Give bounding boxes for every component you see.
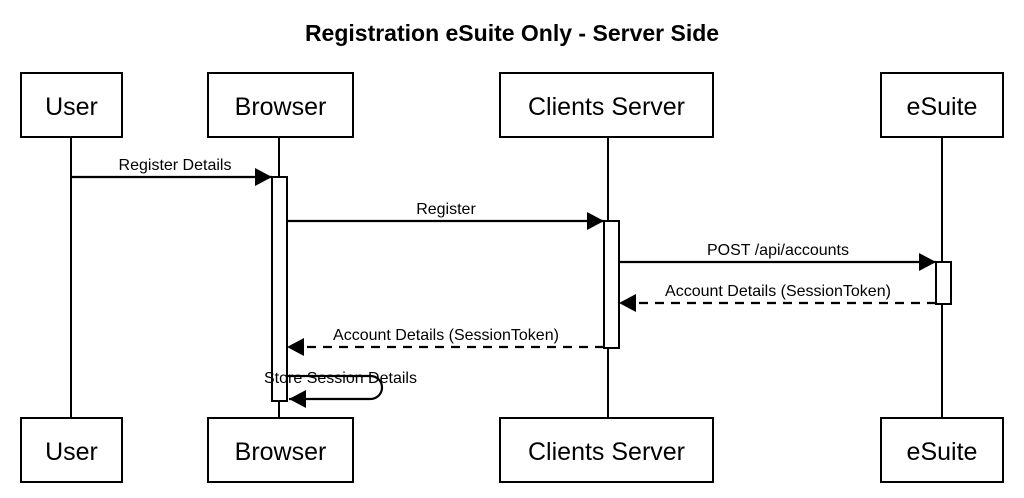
- actor-label-user: User: [45, 438, 98, 466]
- actor-label-esuite: eSuite: [907, 93, 978, 121]
- footer-actor-boxes: User Browser Clients Server eSuite: [20, 417, 1004, 483]
- actor-box-rect: [499, 72, 714, 138]
- actor-label-clients_server: Clients Server: [528, 93, 685, 121]
- actor-label-esuite: eSuite: [907, 438, 978, 466]
- actor-box-browser-top[interactable]: Browser: [207, 72, 354, 138]
- message-label-m2: Register: [416, 201, 476, 218]
- message-m3[interactable]: POST /api/accounts: [619, 242, 936, 271]
- arrow-head-icon: [587, 212, 604, 230]
- message-m1[interactable]: Register Details: [71, 157, 272, 186]
- message-m2[interactable]: Register: [287, 201, 604, 230]
- actor-label-user: User: [45, 93, 98, 121]
- arrow-head-icon: [289, 390, 306, 408]
- activation-bar-clients_server: [603, 220, 620, 349]
- activation-bar-browser: [271, 176, 288, 402]
- actor-box-rect: [499, 417, 714, 483]
- message-label-m1: Register Details: [119, 157, 232, 174]
- arrow-head-icon: [919, 253, 936, 271]
- arrow-head-icon: [255, 168, 272, 186]
- header-actor-boxes: User Browser Clients Server eSuite: [20, 72, 1004, 138]
- activation-bar-esuite: [935, 261, 952, 305]
- actor-label-browser: Browser: [235, 93, 327, 121]
- lifelines-layer: [70, 137, 943, 418]
- actor-box-clients_server-bottom[interactable]: Clients Server: [499, 417, 714, 483]
- actor-box-rect: [880, 417, 1004, 483]
- page-title: Registration eSuite Only - Server Side: [305, 20, 719, 46]
- actor-box-browser-bottom[interactable]: Browser: [207, 417, 354, 483]
- actor-box-user-bottom[interactable]: User: [20, 417, 123, 483]
- actor-box-user-top[interactable]: User: [20, 72, 123, 138]
- actor-box-esuite-bottom[interactable]: eSuite: [880, 417, 1004, 483]
- arrow-head-icon: [287, 338, 304, 356]
- activations-layer: [271, 176, 952, 402]
- message-m5[interactable]: Account Details (SessionToken): [287, 327, 604, 356]
- actor-box-esuite-top[interactable]: eSuite: [880, 72, 1004, 138]
- actor-box-rect: [20, 72, 123, 138]
- message-label-m3: POST /api/accounts: [707, 242, 849, 259]
- actor-box-rect: [207, 417, 354, 483]
- message-label-m5: Account Details (SessionToken): [333, 327, 559, 344]
- message-line-self: [287, 374, 384, 401]
- message-label-m6: Store Session Details: [264, 370, 417, 387]
- message-label-m4: Account Details (SessionToken): [665, 283, 891, 300]
- message-m4[interactable]: Account Details (SessionToken): [619, 283, 936, 312]
- actor-label-clients_server: Clients Server: [528, 438, 685, 466]
- actor-box-rect: [880, 72, 1004, 138]
- actor-box-rect: [207, 72, 354, 138]
- actor-label-browser: Browser: [235, 438, 327, 466]
- message-m6[interactable]: Store Session Details: [264, 370, 417, 408]
- actor-box-clients_server-top[interactable]: Clients Server: [499, 72, 714, 138]
- arrow-head-icon: [619, 294, 636, 312]
- actor-box-rect: [20, 417, 123, 483]
